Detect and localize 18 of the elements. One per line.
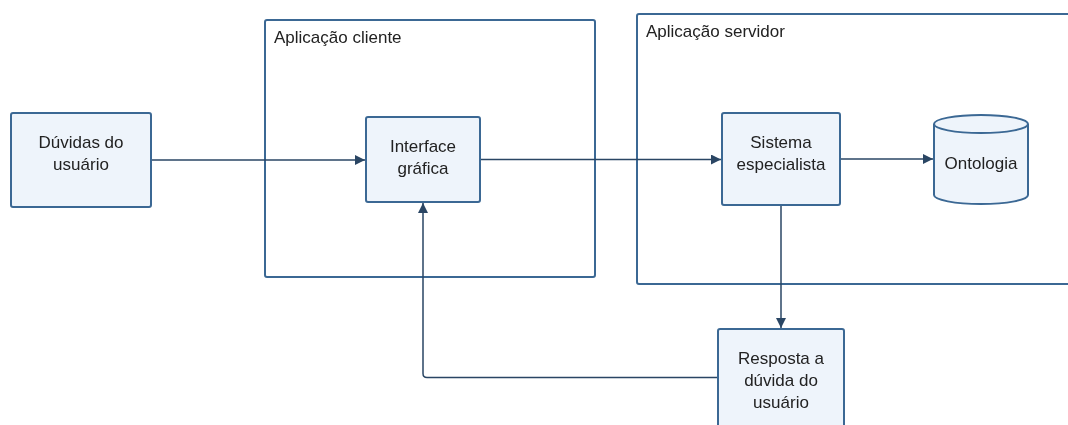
arrow [776,205,786,329]
container-heading: Aplicação cliente [274,27,402,49]
arrow [151,155,366,165]
arrow [418,202,718,379]
process-box [721,112,841,206]
process-box [365,116,481,203]
container-frame [264,19,596,278]
node-label: Resposta a dúvida do usuário [737,348,825,415]
arrow [840,154,934,164]
node-label: Dúvidas do usuário [37,132,125,177]
container-frame [636,13,1068,285]
process-box [10,112,152,208]
arrow [480,154,722,165]
node-label: Ontologia [944,153,1018,176]
node-label: Sistema especialista [735,132,827,177]
process-box [717,328,845,425]
node-label: Interface gráfica [388,136,458,181]
container-heading: Aplicação servidor [646,21,785,43]
